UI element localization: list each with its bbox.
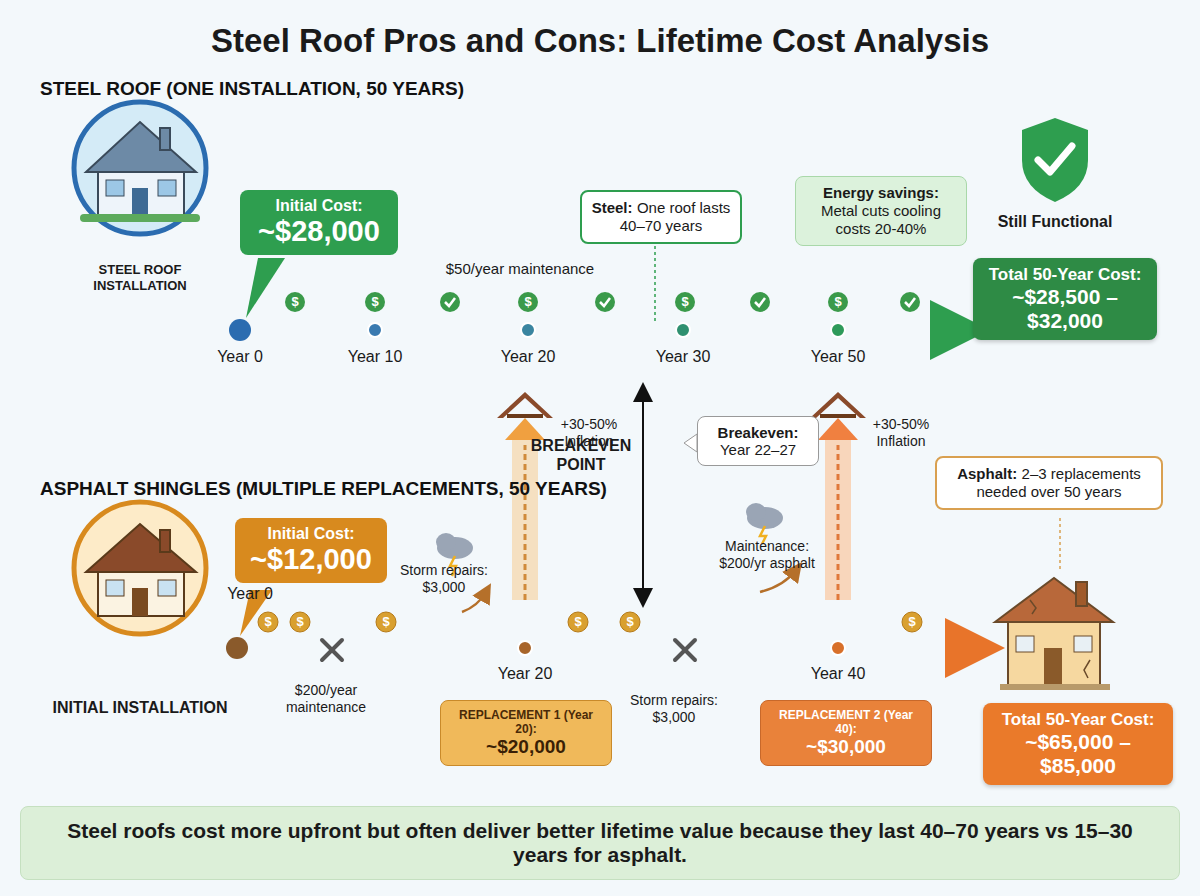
- box-text: Steel:: [592, 199, 633, 216]
- annotation: Maintenance: $200/yr asphalt: [712, 538, 822, 572]
- box-text: Metal cuts cooling costs 20-40%: [821, 202, 941, 237]
- coin-symbol: $: [568, 613, 588, 631]
- coin-symbol: $: [675, 293, 695, 311]
- note-box: Energy savings: Metal cuts cooling costs…: [795, 176, 967, 246]
- annotation: +30-50% Inflation: [858, 416, 944, 450]
- box-text: Asphalt:: [957, 465, 1017, 482]
- year-label: Year 10: [343, 347, 407, 366]
- year-label: Year 30: [651, 347, 715, 366]
- coin-symbol: $: [620, 613, 640, 631]
- annotation: $50/year maintenance: [430, 260, 610, 278]
- annotation: STEEL ROOF INSTALLATION: [70, 262, 210, 293]
- annotation: ASPHALT SHINGLES (MULTIPLE REPLACEMENTS,…: [40, 478, 840, 501]
- year-label: Year 0: [218, 584, 282, 603]
- annotation: STEEL ROOF (ONE INSTALLATION, 50 YEARS): [40, 78, 800, 101]
- check-marks: [440, 292, 920, 312]
- note-box: Asphalt: 2–3 replacements needed over 50…: [935, 456, 1163, 510]
- box-text: Initial Cost:: [249, 197, 389, 215]
- box-text: ~$28,500 – $32,000: [982, 285, 1148, 333]
- total-box: Total 50-Year Cost:~$65,000 – $85,000: [983, 703, 1173, 785]
- annotation: +30-50% Inflation: [546, 416, 632, 450]
- caption: Steel roofs cost more upfront but often …: [20, 806, 1180, 880]
- year-label: Year 20: [493, 664, 557, 683]
- annotation: Still Functional: [975, 212, 1135, 231]
- box-text: Total 50-Year Cost:: [992, 710, 1164, 730]
- box-text: ~$30,000: [770, 736, 922, 758]
- annotation: INITIAL INSTALLATION: [40, 698, 240, 717]
- box-text: Energy savings:: [823, 184, 939, 201]
- box-text: One roof lasts 40–70 years: [620, 199, 731, 234]
- steel-house-icon: [74, 102, 206, 234]
- cost-callout: Initial Cost:~$12,000: [235, 518, 387, 583]
- box-text: ~$28,000: [249, 215, 389, 248]
- cost-callout: Initial Cost:~$28,000: [240, 190, 398, 255]
- worn-house-icon: [995, 578, 1113, 690]
- box-text: ~$65,000 – $85,000: [992, 730, 1164, 778]
- year-label: Year 50: [806, 347, 870, 366]
- coin-symbol: $: [285, 293, 305, 311]
- coin-symbol: $: [376, 613, 396, 631]
- total-box: Total 50-Year Cost:~$28,500 – $32,000: [973, 258, 1157, 340]
- box-text: Total 50-Year Cost:: [982, 265, 1148, 285]
- annotation: Storm repairs: $3,000: [622, 692, 726, 726]
- box-text: Breakeven:: [707, 424, 809, 441]
- box-text: ~$12,000: [244, 543, 378, 576]
- box-text: REPLACEMENT 2 (Year 40):: [770, 708, 922, 736]
- coin-symbol: $: [518, 293, 538, 311]
- wrench-icons: [322, 640, 695, 660]
- asphalt-house-icon: [74, 502, 206, 634]
- shield-icon: [1022, 118, 1088, 202]
- breakeven-box: Breakeven:Year 22–27: [697, 416, 819, 466]
- box-text: ~$20,000: [450, 736, 602, 758]
- annotation: Storm repairs: $3,000: [398, 562, 490, 596]
- year-label: Year 20: [496, 347, 560, 366]
- year-label: Year 40: [806, 664, 870, 683]
- replacement-box: REPLACEMENT 1 (Year 20):~$20,000: [440, 700, 612, 766]
- year-label: Year 0: [208, 347, 272, 366]
- replacement-box: REPLACEMENT 2 (Year 40):~$30,000: [760, 700, 932, 766]
- box-text: REPLACEMENT 1 (Year 20):: [450, 708, 602, 736]
- coin-symbol: $: [290, 613, 310, 631]
- title: Steel Roof Pros and Cons: Lifetime Cost …: [0, 22, 1200, 60]
- box-text: Initial Cost:: [244, 525, 378, 543]
- coin-symbol: $: [828, 293, 848, 311]
- box-text: Year 22–27: [707, 441, 809, 458]
- coin-symbol: $: [902, 613, 922, 631]
- coin-symbol: $: [258, 613, 278, 631]
- note-box: Steel: One roof lasts 40–70 years: [580, 190, 742, 244]
- coin-symbol: $: [365, 293, 385, 311]
- annotation: $200/year maintenance: [256, 682, 396, 716]
